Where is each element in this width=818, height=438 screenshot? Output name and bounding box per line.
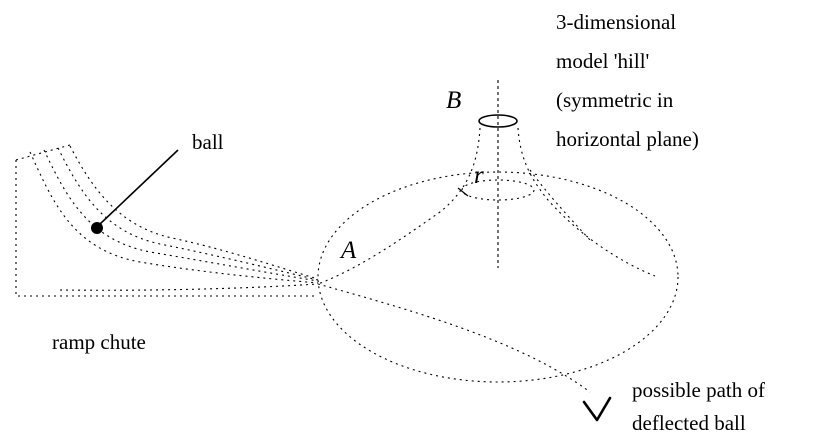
path-label-line2: deflected ball [632, 411, 746, 435]
hill-label-line4: horizontal plane) [556, 127, 699, 151]
hill-body [317, 80, 656, 285]
ball-pointer-line [99, 149, 179, 225]
hill-side-right [517, 127, 656, 277]
hill-side-left [317, 127, 481, 285]
hill-base-ellipse [317, 171, 679, 383]
hill-label-line2: model 'hill' [556, 49, 649, 73]
ball-dot [91, 222, 103, 234]
ramp-surface-4 [69, 145, 319, 280]
ramp-frame-left [15, 160, 318, 297]
hill-neck-ring [461, 179, 535, 201]
point-a-label: A [339, 237, 357, 264]
hill-inner-line [529, 169, 591, 241]
point-b-label: B [446, 87, 461, 114]
deflected-path [317, 283, 612, 422]
ball-group [91, 149, 179, 234]
path-label-line1: possible path of [632, 378, 765, 402]
ramp-top-edge [15, 144, 71, 161]
ramp-label: ramp chute [52, 330, 146, 354]
radius-marker [457, 187, 469, 197]
ball-label: ball [192, 130, 224, 154]
radius-label: r [474, 162, 484, 189]
ramp-floor-line [59, 283, 319, 291]
ramp-surface-2 [43, 149, 319, 282]
hill-label-line1: 3-dimensional [556, 10, 676, 34]
ramp-chute [15, 144, 319, 297]
ramp-surface-3 [57, 147, 319, 281]
deflected-path-line [317, 283, 591, 393]
hill-label-line3: (symmetric in [556, 88, 674, 112]
deflected-arrowhead [582, 396, 612, 422]
hill-top-ring [478, 114, 518, 128]
ramp-surface-1 [29, 151, 319, 284]
